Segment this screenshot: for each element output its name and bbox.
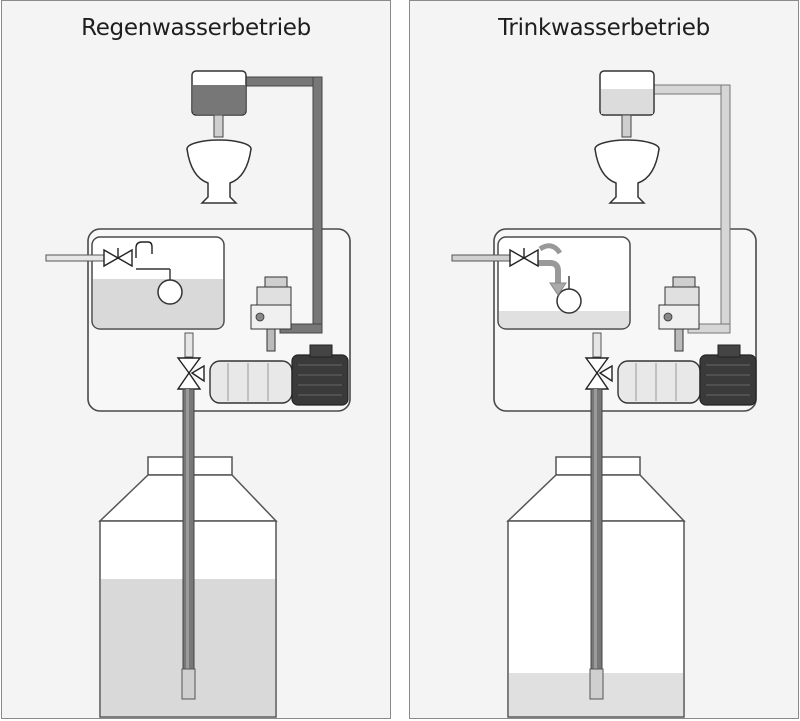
float-valve bbox=[103, 241, 153, 268]
drinking-water-inlet bbox=[451, 254, 511, 262]
toilet-cistern bbox=[191, 70, 247, 138]
pump bbox=[209, 344, 349, 406]
panel-drinking-water-operation: Trinkwasserbetrieb bbox=[409, 0, 799, 719]
suction-pipe bbox=[181, 388, 196, 700]
pressure-switch bbox=[250, 276, 292, 352]
toilet-cistern bbox=[599, 70, 655, 138]
flow-arrow bbox=[538, 260, 561, 283]
rainwater-diagram bbox=[45, 70, 351, 718]
drinking-water-inlet bbox=[45, 254, 105, 262]
float-ball bbox=[556, 288, 582, 314]
panel-title-drinking-water: Trinkwasserbetrieb bbox=[498, 15, 710, 41]
suction-pipe bbox=[589, 388, 604, 700]
pressure-pipe bbox=[645, 84, 731, 334]
three-way-valve bbox=[584, 332, 613, 390]
panel-rainwater-operation: Regenwasserbetrieb bbox=[1, 0, 391, 719]
drinking-water-diagram bbox=[451, 70, 757, 718]
break-tank bbox=[497, 236, 631, 330]
float-ball bbox=[157, 279, 183, 305]
panel-title-rainwater: Regenwasserbetrieb bbox=[81, 15, 311, 41]
float-valve bbox=[509, 243, 563, 268]
pressure-switch bbox=[658, 276, 700, 352]
break-tank bbox=[91, 236, 225, 330]
toilet-bowl bbox=[594, 139, 660, 204]
pump bbox=[617, 344, 757, 406]
toilet-bowl bbox=[186, 139, 252, 204]
